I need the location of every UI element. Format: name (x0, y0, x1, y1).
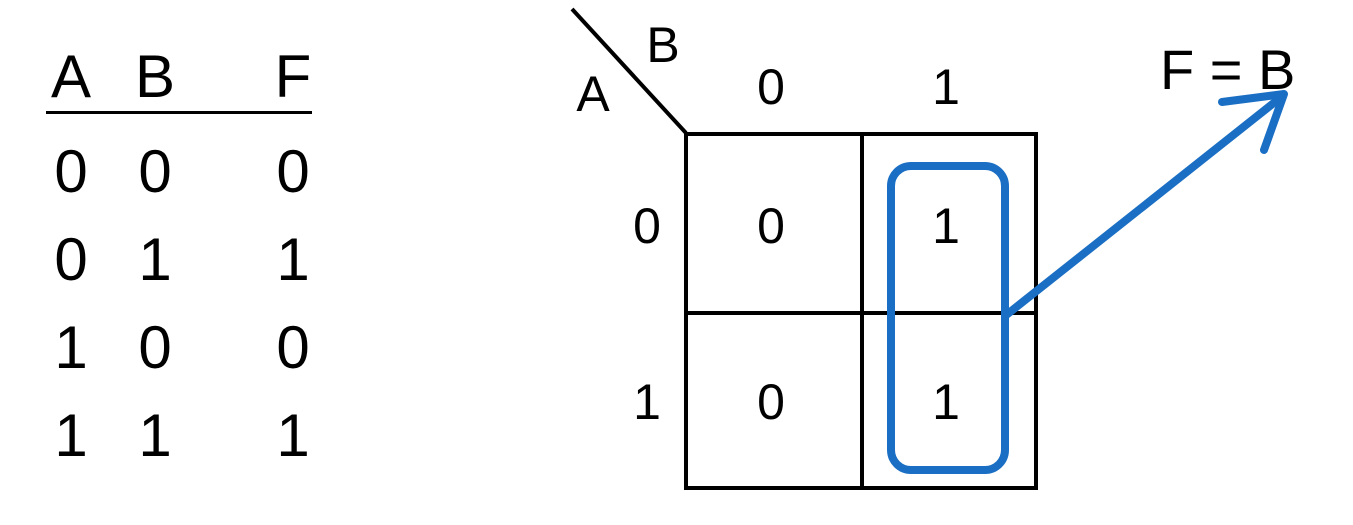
truth-table-header-a: A (50, 43, 92, 110)
truth-table-cell: 0 (54, 138, 88, 205)
truth-table-cell: 0 (276, 314, 310, 381)
kmap-result-expression: F = B (1160, 38, 1296, 101)
truth-table-cell: 0 (54, 226, 88, 293)
kmap-cell: 0 (757, 374, 785, 430)
truth-table-header-rule (46, 111, 312, 114)
kmap-col-variable-label: B (646, 17, 680, 73)
truth-table-cell: 1 (54, 402, 88, 469)
kmap-corner-diagonal (570, 7, 688, 135)
truth-table-cell: 1 (276, 226, 310, 293)
kmap-grouping (887, 90, 1288, 474)
truth-table-header-f: F (274, 43, 312, 110)
kmap-col-label: 1 (932, 59, 960, 115)
truth-table-cell: 0 (138, 314, 172, 381)
kmap-cell: 1 (932, 198, 960, 254)
kmap-col-label: 0 (757, 59, 785, 115)
truth-table-cell: 1 (138, 226, 172, 293)
kmap-row-label: 1 (633, 374, 661, 430)
kmap-cell: 0 (757, 198, 785, 254)
truth-table-cell: 0 (138, 138, 172, 205)
truth-table-cell: 1 (54, 314, 88, 381)
kmap-row-label: 0 (633, 198, 661, 254)
truth-table-header-b: B (134, 43, 176, 110)
truth-table-cell: 1 (138, 402, 172, 469)
kmap-result-arrow-shaft (1001, 94, 1284, 320)
truth-table-cell: 1 (276, 402, 310, 469)
truth-table-cell: 0 (276, 138, 310, 205)
kmap-result-arrow-head (1218, 90, 1288, 154)
kmap-row-variable-label: A (576, 66, 610, 122)
kmap-cell: 1 (932, 374, 960, 430)
